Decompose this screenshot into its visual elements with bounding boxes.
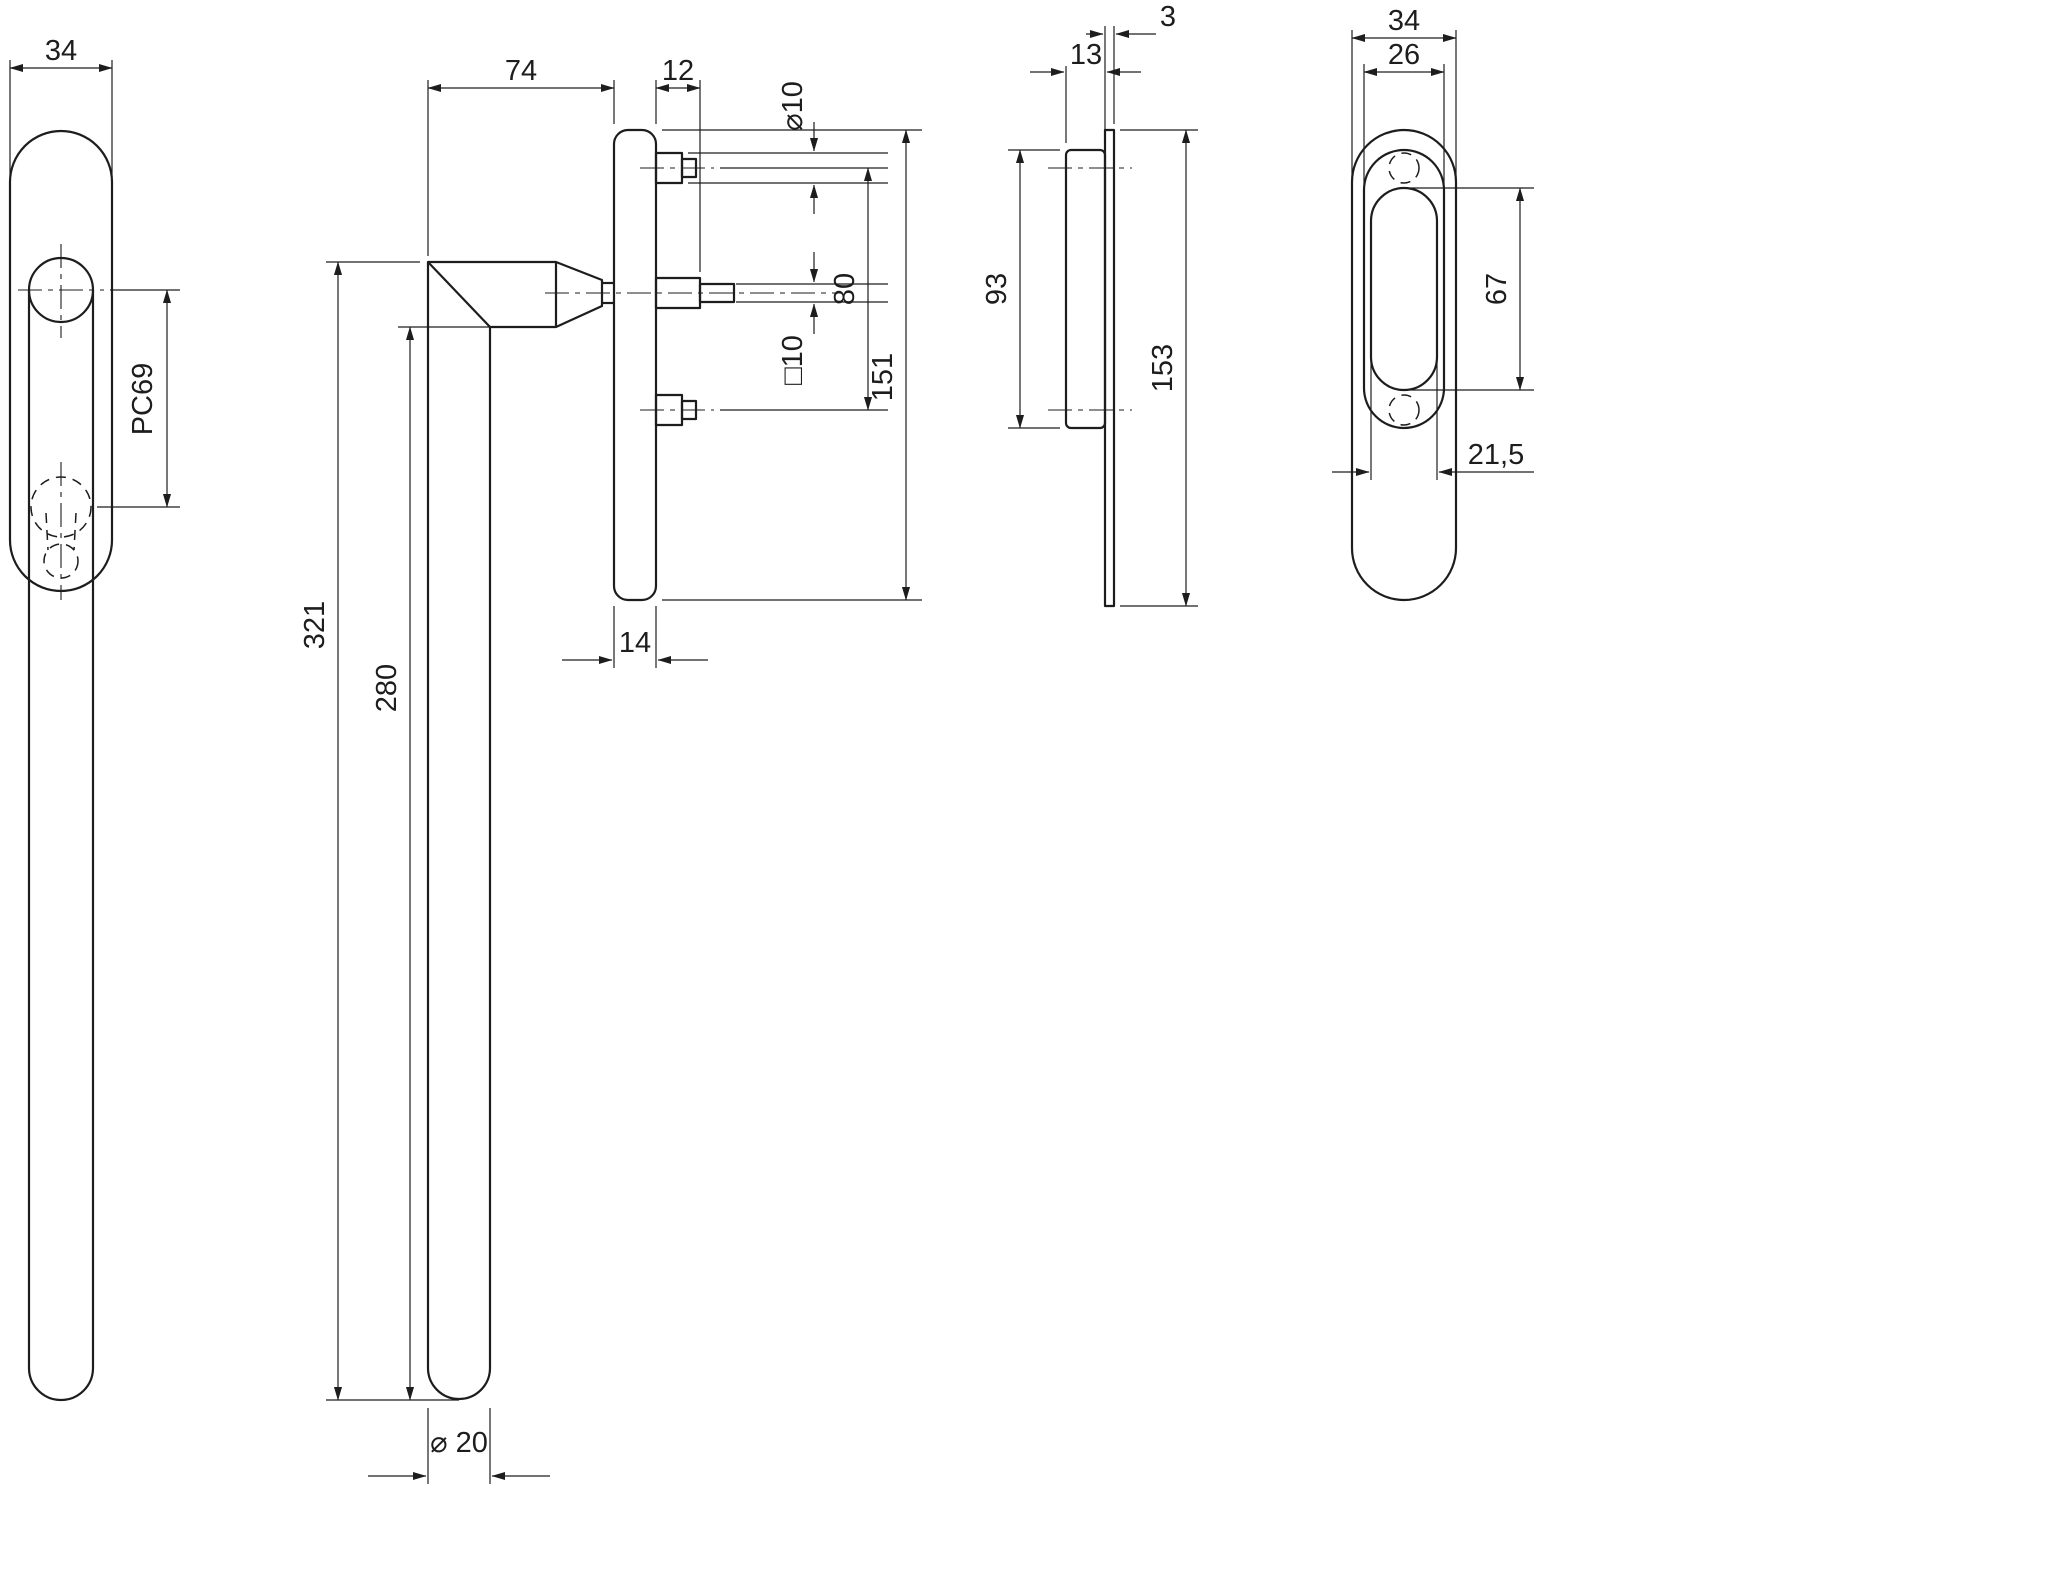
dim-label-slot-width: 21,5 bbox=[1468, 439, 1524, 471]
dim-label-plate-width: 34 bbox=[1388, 5, 1420, 37]
dim-label-pc-distance: PC69 bbox=[127, 363, 159, 436]
dim-label-total-length: 321 bbox=[299, 601, 331, 649]
dim-label-plate-length-side: 151 bbox=[867, 353, 899, 401]
cylinder-side-hidden-line bbox=[73, 512, 77, 551]
dim-label-plate-length: 153 bbox=[1147, 344, 1179, 392]
view-handle-front: 34 PC69 bbox=[8, 35, 180, 1402]
dim-label-cover-thickness: 13 bbox=[1070, 39, 1102, 71]
screw-hole-hidden-bottom bbox=[1388, 394, 1420, 426]
rosette-side-outline bbox=[612, 128, 658, 602]
lever-miter-edge bbox=[427, 261, 491, 328]
dim-label-projection: 74 bbox=[505, 55, 537, 87]
rosette-cover-outline bbox=[1362, 148, 1446, 430]
rosette-outer-outline bbox=[1350, 128, 1458, 602]
dim-label-plate-thickness: 14 bbox=[619, 627, 651, 659]
cylinder-side-hidden-line bbox=[45, 512, 49, 551]
screw-hole-hidden-top bbox=[1388, 152, 1420, 184]
dim-label-plate-width-front: 34 bbox=[45, 35, 77, 67]
handle-slot-outline bbox=[1369, 186, 1439, 392]
dim-label-cover-length: 93 bbox=[981, 273, 1013, 305]
view-rosette-side: 13 3 93 153 bbox=[981, 1, 1198, 608]
dim-label-slot-length: 67 bbox=[1481, 273, 1513, 305]
dim-label-collar-length: 12 bbox=[662, 55, 694, 87]
dim-label-spindle-square: □10 bbox=[777, 335, 809, 385]
rosette-outline bbox=[8, 129, 114, 593]
dim-label-screw-hole-dia: ⌀10 bbox=[777, 81, 809, 131]
handle-bar-outline bbox=[27, 290, 95, 1402]
view-handle-side: 74 12 ⌀10 80 □10 151 14 bbox=[299, 55, 922, 1484]
lever-outline bbox=[426, 260, 604, 1401]
dim-label-cover-width: 26 bbox=[1388, 39, 1420, 71]
dim-label-screw-spacing: 80 bbox=[829, 273, 861, 305]
view-rosette-front: 34 26 67 21,5 bbox=[1332, 5, 1534, 602]
dim-label-grip-dia: ⌀ 20 bbox=[430, 1427, 488, 1459]
base-plate-side-outline bbox=[1103, 128, 1116, 608]
dim-label-base-thickness: 3 bbox=[1160, 1, 1176, 33]
cover-side-outline bbox=[1064, 148, 1107, 430]
dim-label-grip-length: 280 bbox=[371, 664, 403, 712]
